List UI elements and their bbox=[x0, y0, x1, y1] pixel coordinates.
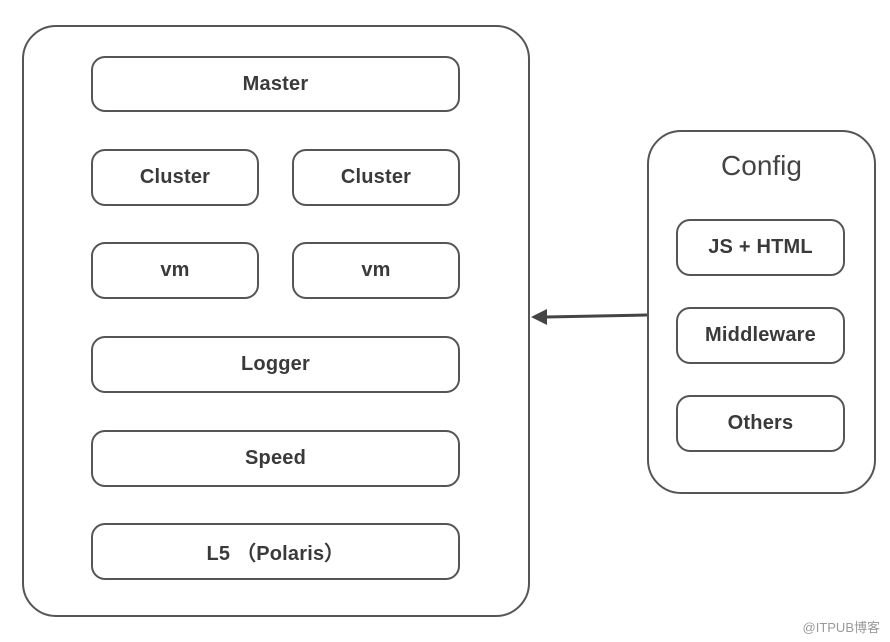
logger-box: Logger bbox=[91, 336, 460, 393]
master-box: Master bbox=[91, 56, 460, 112]
speed-box: Speed bbox=[91, 430, 460, 487]
vm-box-left: vm bbox=[91, 242, 259, 299]
cluster-box-right: Cluster bbox=[292, 149, 460, 206]
main-container bbox=[22, 25, 530, 617]
config-title: Config bbox=[721, 150, 802, 181]
config-item-js-html: JS + HTML bbox=[676, 219, 845, 276]
config-item-middleware: Middleware bbox=[676, 307, 845, 364]
config-item-others: Others bbox=[676, 395, 845, 452]
l5-polaris-box: L5 （Polaris） bbox=[91, 523, 460, 580]
cluster-box-left: Cluster bbox=[91, 149, 259, 206]
watermark-text: @ITPUB博客 bbox=[802, 620, 880, 635]
arrow-head bbox=[531, 309, 547, 325]
vm-box-right: vm bbox=[292, 242, 460, 299]
arrow-line bbox=[545, 313, 648, 319]
